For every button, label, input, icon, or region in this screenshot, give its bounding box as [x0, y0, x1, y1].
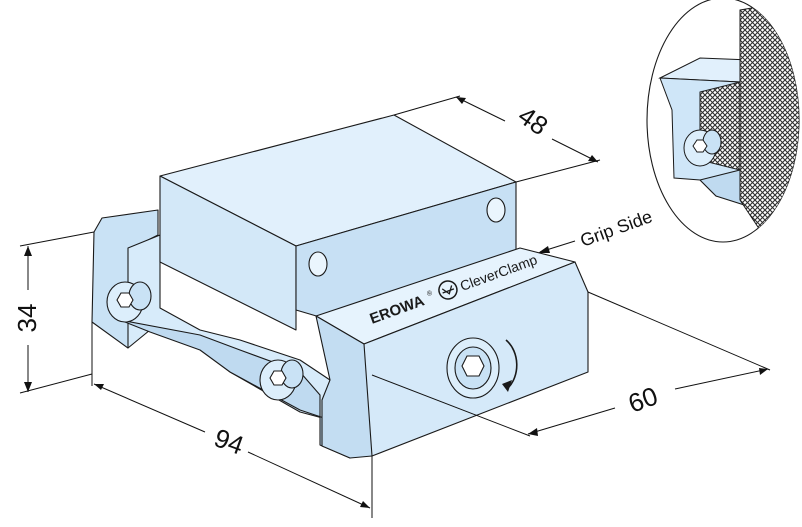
top-block-left	[159, 175, 297, 331]
dimension-length-label: 94	[210, 423, 247, 461]
dimension-lines	[19, 95, 771, 518]
hex-socket-screw-icon	[106, 281, 152, 323]
jaw-left	[315, 315, 373, 459]
clamp-body	[91, 114, 589, 459]
hex-socket-screw-icon	[259, 359, 304, 401]
clockwise-rotation-arrow-icon	[505, 339, 518, 389]
dimension-depth-label: 48	[513, 100, 554, 141]
dimension-arrowheads	[24, 97, 768, 508]
dimension-width-label: 60	[624, 381, 661, 419]
mount-hole-left	[308, 251, 328, 277]
dimension-height-label: 34	[12, 304, 42, 333]
rotation-arrow-head	[502, 380, 512, 392]
adjust-screw	[446, 337, 500, 399]
grip-side-label: Grip Side	[578, 206, 655, 250]
erowa-logo-icon	[438, 280, 458, 300]
brand-registered: ®	[426, 289, 434, 299]
grip-mesh-surface	[699, 0, 799, 241]
grip-detail-inset	[646, 0, 800, 243]
mount-hole-right	[486, 197, 506, 223]
